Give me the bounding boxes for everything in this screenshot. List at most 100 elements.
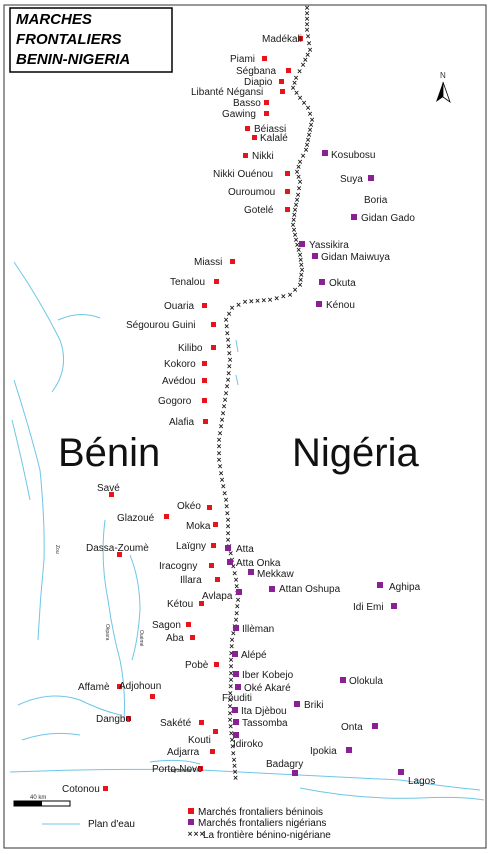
market-label: Porto-Novo	[152, 764, 203, 775]
market-marker-gidan-maiwuya	[312, 253, 318, 259]
title-box: MARCHES FRONTALIERS BENIN-NIGERIA	[9, 7, 173, 73]
market-label: Iber Kobejo	[242, 670, 294, 681]
market-label: Illara	[180, 575, 202, 586]
border-mark: ×	[231, 756, 237, 764]
border-mark: ×	[309, 116, 315, 124]
border-mark: ×	[307, 46, 313, 54]
market-label: Béiassi	[254, 124, 286, 135]
border-mark: ×	[305, 136, 311, 144]
border-mark: ×	[304, 4, 310, 12]
market-marker-nikki-ouenou	[285, 171, 290, 176]
market-marker-badagry	[292, 770, 298, 776]
market-marker-idiroko	[233, 732, 239, 738]
market-label: Kilibo	[178, 343, 203, 354]
border-mark: ×	[230, 629, 236, 637]
market-marker-alepe	[232, 651, 238, 657]
market-label: Iracogny	[159, 561, 197, 572]
border-mark: ×	[305, 33, 311, 41]
market-label: Kalalé	[260, 133, 288, 144]
border-mark: ×	[298, 271, 304, 279]
market-marker-kosubosu	[322, 150, 328, 156]
market-label: Libanté Négansi	[191, 87, 263, 98]
border-mark: ×	[292, 79, 298, 87]
market-label: Ita Djèbou	[241, 706, 287, 717]
market-marker-diapio	[279, 79, 284, 84]
market-label: Piami	[230, 54, 255, 65]
market-label: Tenalou	[170, 277, 205, 288]
border-mark: ×	[294, 196, 300, 204]
market-marker-affame	[117, 684, 122, 689]
border-mark: ×	[304, 15, 310, 23]
border-mark: ×	[224, 329, 230, 337]
border-mark: ×	[298, 261, 304, 269]
border-mark: ×	[297, 251, 303, 259]
title-line-3: BENIN-NIGERIA	[16, 51, 130, 68]
market-marker-iracogny	[209, 563, 214, 568]
border-mark: ×	[224, 323, 230, 331]
border-mark: ×	[225, 516, 231, 524]
market-label: Savé	[97, 483, 120, 494]
market-label: Atta	[236, 544, 254, 555]
border-mark: ×	[226, 343, 232, 351]
border-mark: ×	[226, 363, 232, 371]
market-marker-porto-novo	[198, 766, 203, 771]
border-mark: ×	[297, 178, 303, 186]
legend-border-mark: ×	[199, 830, 205, 838]
border-mark: ×	[219, 476, 225, 484]
border-mark: ×	[307, 110, 313, 118]
market-label: Ségbana	[236, 66, 276, 77]
market-marker-libante-negansi	[280, 89, 285, 94]
market-label: Kosubosu	[331, 150, 375, 161]
border-mark: ×	[235, 596, 241, 604]
border-mark: ×	[229, 736, 235, 744]
border-mark: ×	[218, 423, 224, 431]
border-mark: ×	[228, 649, 234, 657]
border-mark: ×	[221, 403, 227, 411]
border-mark: ×	[225, 336, 231, 344]
market-label: Onta	[341, 722, 363, 733]
border-mark: ×	[230, 743, 236, 751]
market-label: Avédou	[162, 376, 196, 387]
border-mark: ×	[296, 185, 302, 193]
market-label: Boria	[364, 195, 388, 206]
market-label: Kétou	[167, 599, 193, 610]
market-label: Ouroumou	[228, 187, 275, 198]
zou-river-label: Zou	[54, 545, 60, 554]
border-mark: ×	[224, 383, 230, 391]
market-marker-sakete	[199, 720, 204, 725]
market-marker-atta	[225, 545, 231, 551]
border-mark: ×	[223, 389, 229, 397]
border-mark: ×	[308, 121, 314, 129]
border-mark: ×	[304, 21, 310, 29]
market-marker-kokoro	[202, 361, 207, 366]
border-mark: ×	[303, 146, 309, 154]
market-label: Olokula	[349, 676, 383, 687]
market-marker-atta-onka	[227, 559, 233, 565]
border-mark: ×	[293, 236, 299, 244]
border-mark: ×	[291, 211, 297, 219]
market-label: Basso	[233, 98, 261, 109]
border-mark: ×	[306, 39, 312, 47]
market-marker-adjarra	[210, 749, 215, 754]
border-mark: ×	[304, 10, 310, 18]
market-label: Okéo	[177, 501, 201, 512]
border-mark: ×	[236, 301, 242, 309]
border-mark: ×	[234, 609, 240, 617]
market-label: Ouaria	[164, 301, 194, 312]
market-label: Affamè	[78, 682, 110, 693]
market-marker-gawing	[264, 111, 269, 116]
market-label: Moka	[186, 521, 211, 532]
market-marker-kenou	[316, 301, 322, 307]
market-label: Gotelé	[244, 205, 274, 216]
market-marker-glazoue	[164, 514, 169, 519]
market-label: Lagos	[408, 776, 435, 787]
border-mark: ×	[304, 141, 310, 149]
border-mark: ×	[307, 126, 313, 134]
market-label: Illèman	[242, 624, 274, 635]
market-marker-cotonou	[103, 786, 108, 791]
market-marker-nikki	[243, 153, 248, 158]
border-mark: ×	[233, 774, 239, 782]
market-label: Laïgny	[176, 541, 206, 552]
market-label: Ségourou Guini	[126, 320, 196, 331]
